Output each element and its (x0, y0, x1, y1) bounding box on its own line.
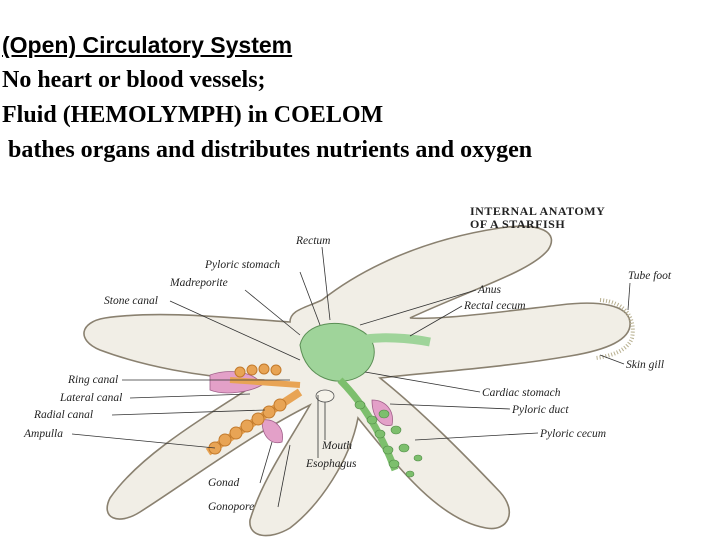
starfish-anatomy-diagram: INTERNAL ANATOMY OF A STARFISH Rectum Py… (23, 204, 672, 537)
diagram-title-line2: OF A STARFISH (470, 217, 565, 231)
label-gonad: Gonad (208, 477, 240, 489)
label-rectum: Rectum (295, 235, 330, 247)
label-pyloric-stomach: Pyloric stomach (204, 259, 280, 271)
label-mouth: Mouth (321, 440, 352, 452)
diagram-title-line1: INTERNAL ANATOMY (470, 204, 605, 218)
text-line-no-heart: No heart or blood vessels; (2, 67, 266, 93)
label-pyloric-duct: Pyloric duct (511, 404, 569, 416)
label-lateral-canal: Lateral canal (59, 392, 122, 404)
water-vascular-system (205, 363, 303, 456)
starfish-body (83, 225, 635, 537)
digestive-system (299, 322, 431, 472)
label-madreporite: Madreporite (169, 277, 228, 289)
label-gonopore: Gonopore (208, 501, 254, 513)
text-line-hemolymph: Fluid (HEMOLYMPH) in COELOM (2, 102, 384, 128)
page-heading: (Open) Circulatory System (2, 32, 293, 58)
label-pyloric-cecum: Pyloric cecum (539, 428, 606, 440)
label-tube-foot: Tube foot (628, 270, 672, 282)
text-line-bathes-organs: bathes organs and distributes nutrients … (2, 137, 533, 163)
label-ring-canal: Ring canal (67, 374, 118, 386)
label-ampulla: Ampulla (23, 428, 63, 440)
label-rectal-cecum: Rectal cecum (463, 300, 526, 312)
label-cardiac-stomach: Cardiac stomach (482, 387, 561, 399)
pyloric-cecum (354, 400, 423, 478)
label-stone-canal: Stone canal (104, 295, 158, 307)
label-esophagus: Esophagus (305, 458, 357, 470)
label-skin-gill: Skin gill (626, 359, 664, 371)
label-anus: Anus (477, 284, 502, 296)
label-radial-canal: Radial canal (33, 409, 93, 421)
